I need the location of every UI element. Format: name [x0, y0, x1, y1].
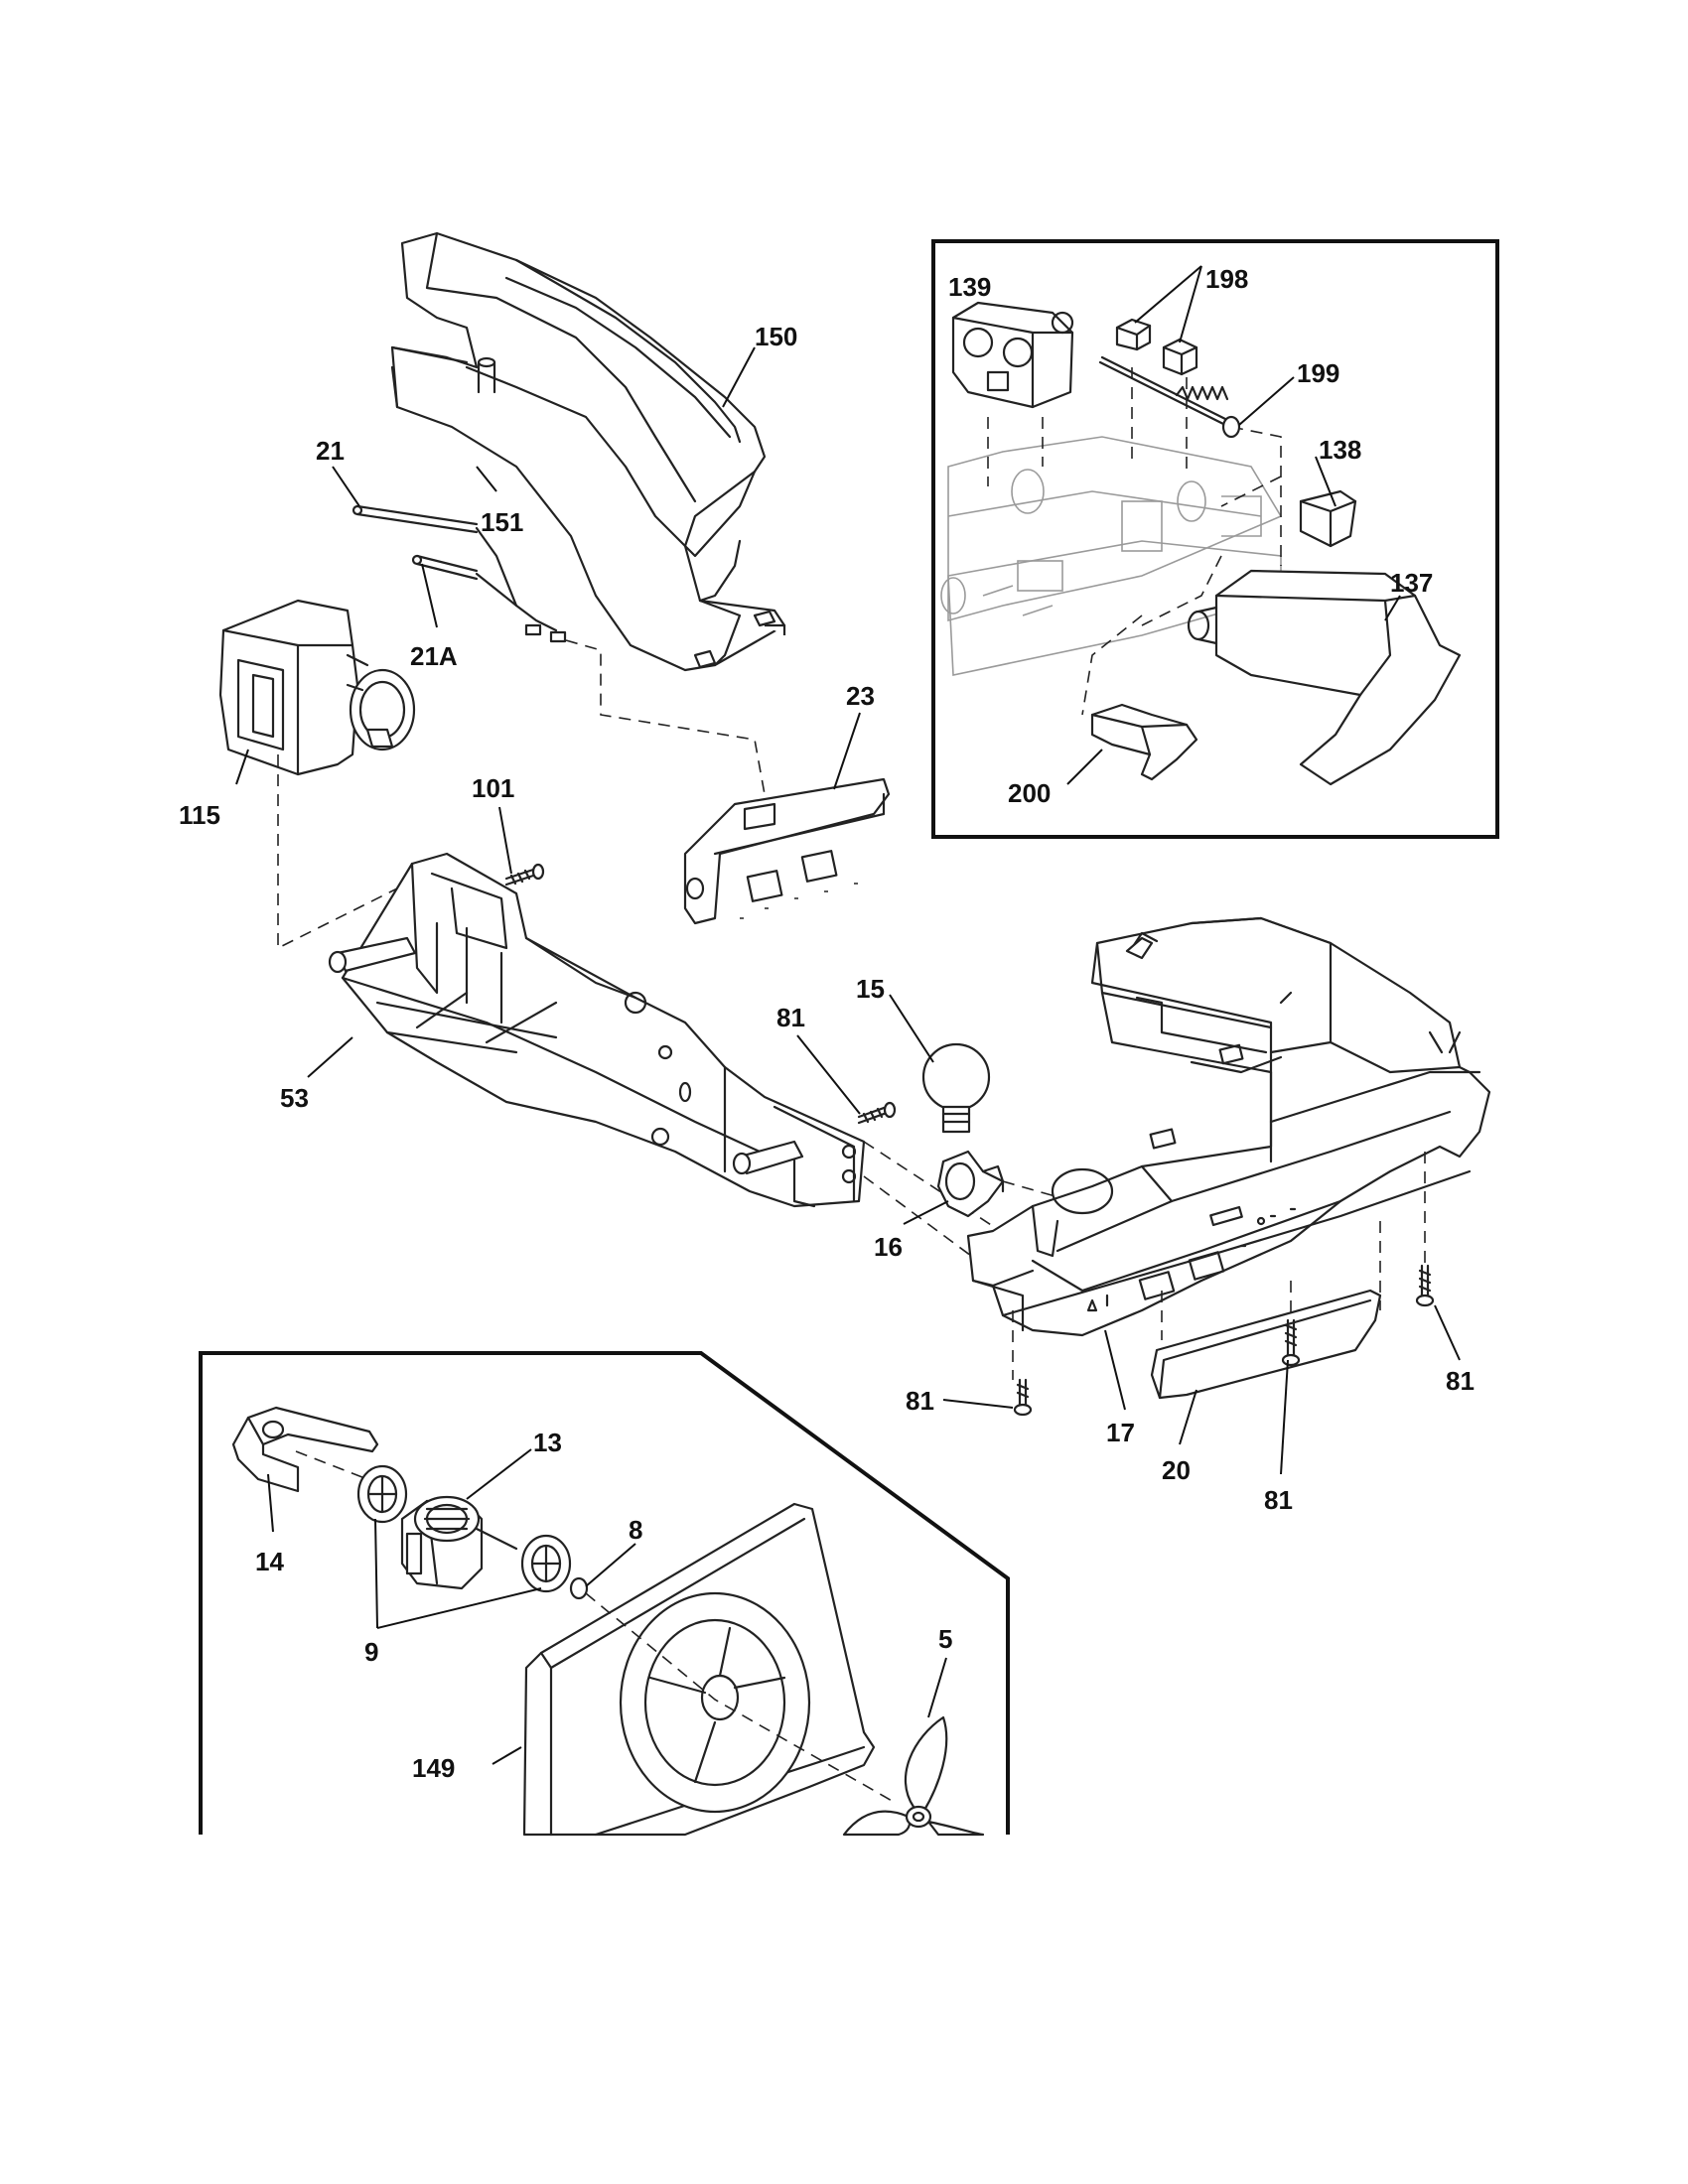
part-198-clips: [1115, 318, 1198, 376]
part-137-chute-door: [1187, 569, 1462, 786]
callout-53: 53: [280, 1083, 309, 1113]
part-150-151-air-duct: [390, 231, 786, 672]
ghost-housing-outline: [940, 436, 1283, 676]
callout-81-d: 81: [1446, 1366, 1475, 1396]
callout-15: 15: [856, 974, 885, 1004]
callout-21: 21: [316, 436, 345, 466]
panel-20-dashed-path: [1012, 1152, 1426, 1380]
part-139-switch-block: [951, 301, 1074, 409]
callout-20: 20: [1162, 1455, 1191, 1485]
callout-149: 149: [412, 1753, 455, 1783]
callout-81-a: 81: [776, 1003, 805, 1032]
inset-assembly-lines: [987, 367, 1282, 716]
callout-21a: 21A: [410, 641, 458, 671]
part-13-fan-motor: [400, 1495, 518, 1590]
part-14-motor-bracket: [231, 1406, 379, 1493]
callout-139: 139: [948, 272, 991, 302]
part-101-screw: [504, 863, 545, 887]
callout-16: 16: [874, 1232, 903, 1262]
part-81-screw-b: [1013, 1378, 1033, 1417]
inset-frame-fan-assembly: [199, 1351, 1010, 1835]
callout-14: 14: [255, 1547, 284, 1576]
housing-115-dashed-path: [277, 754, 418, 950]
callout-8: 8: [629, 1515, 642, 1545]
callout-81-b: 81: [906, 1386, 934, 1416]
part-199-spring-rod: [1098, 355, 1241, 439]
harness-dashed-path: [565, 639, 766, 795]
part-138-bracket: [1299, 489, 1357, 548]
callout-5: 5: [938, 1624, 952, 1654]
callout-81-c: 81: [1264, 1485, 1293, 1515]
callout-leader-lines: [235, 265, 1461, 1765]
callout-137: 137: [1390, 568, 1433, 598]
callout-13: 13: [533, 1428, 562, 1457]
part-16-lamp-socket: [936, 1150, 1005, 1218]
inset-frame-ice-dispenser: [931, 239, 1499, 839]
callout-198: 198: [1205, 264, 1248, 294]
bracket-14-dashed-path: [295, 1450, 368, 1480]
callout-200: 200: [1008, 778, 1051, 808]
callout-17: 17: [1106, 1418, 1135, 1447]
part-81-screw-d: [1415, 1264, 1435, 1307]
part-17-dispenser-housing: [966, 916, 1491, 1337]
part-20-front-panel: [1150, 1289, 1382, 1400]
callout-101: 101: [472, 773, 514, 803]
callout-labels: 150 151 21 21A 115 101 23 53 81 15 16 17…: [179, 264, 1475, 1783]
fan-axis-dashed-path: [585, 1592, 895, 1803]
part-200-lever: [1090, 703, 1198, 781]
callout-115: 115: [179, 800, 220, 830]
callout-150: 150: [755, 322, 797, 351]
callout-138: 138: [1319, 435, 1361, 465]
part-149-fan-shroud: [522, 1502, 876, 1837]
part-5-fan-blade: [842, 1715, 985, 1837]
part-81-screw-a: [857, 1101, 897, 1125]
callout-23: 23: [846, 681, 875, 711]
callout-9: 9: [364, 1637, 378, 1667]
part-115-auger-motor-housing: [218, 599, 416, 776]
part-8-washer: [569, 1576, 589, 1600]
part-9-rubber-grommets: [356, 1464, 572, 1593]
callout-199: 199: [1297, 358, 1339, 388]
part-23-control-board: [683, 777, 891, 925]
callout-151: 151: [481, 507, 523, 537]
part-21-21a-heaters: [352, 504, 567, 643]
part-15-light-bulb: [921, 1042, 991, 1134]
part-53-mounting-bracket: [328, 852, 866, 1208]
